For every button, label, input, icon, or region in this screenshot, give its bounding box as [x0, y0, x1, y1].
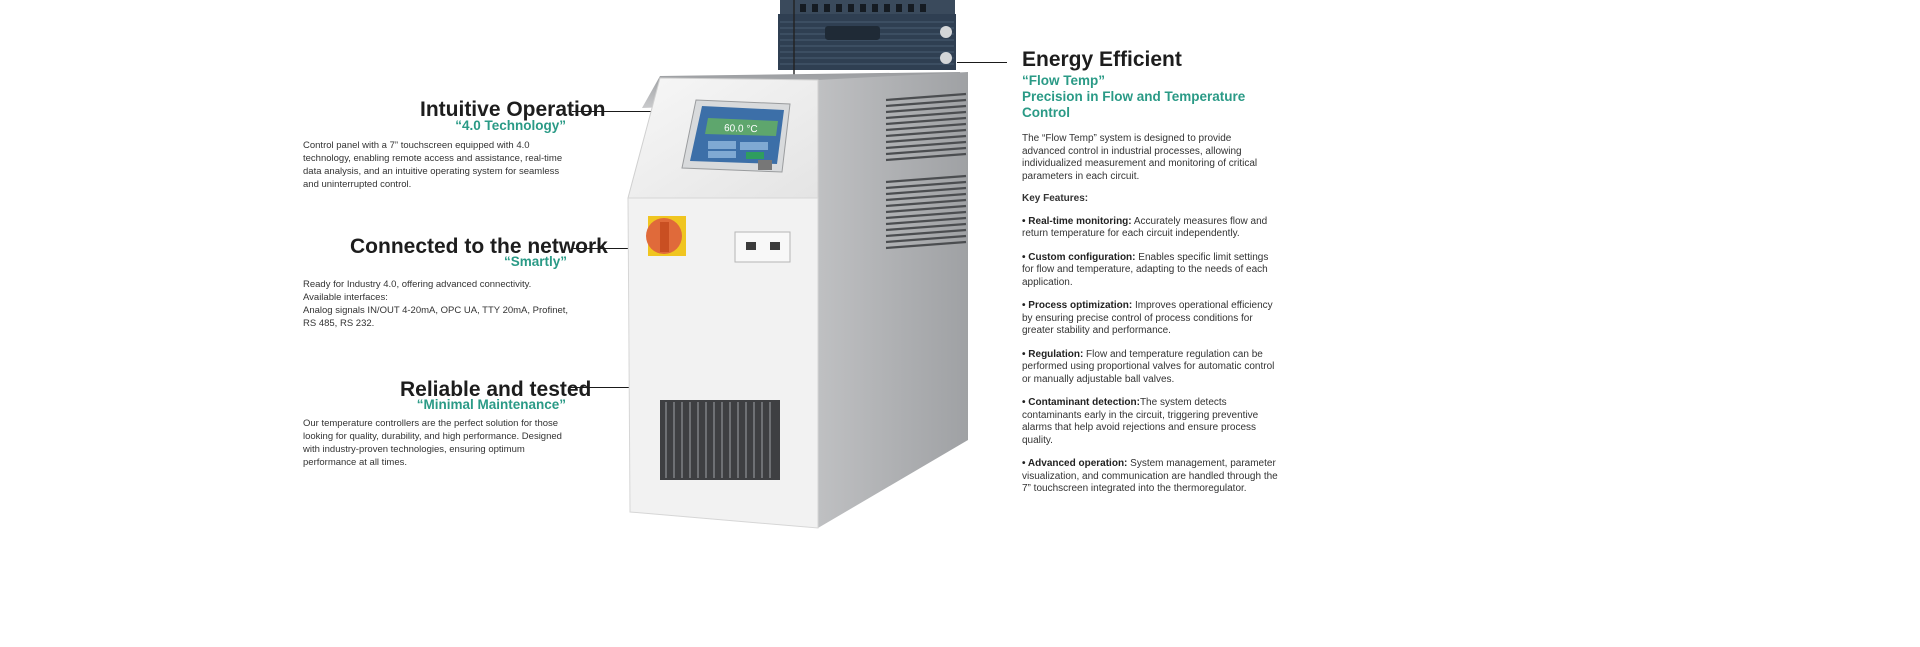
- network-title: Connected to the network: [350, 235, 608, 258]
- feature-text: Flow and temperature regulation can be p…: [1022, 348, 1275, 385]
- feature-text: System management, parameter visualizati…: [1022, 458, 1278, 494]
- bullet-icon: •: [1022, 251, 1029, 263]
- bullet-icon: •: [1022, 300, 1029, 311]
- thermoregulator-illustration: 60.0 °C: [627, 0, 968, 529]
- cabinet-side: [818, 72, 968, 528]
- feature-name: Process optimization:: [1028, 300, 1133, 311]
- feature-text: The system detects contaminants early in…: [1022, 397, 1259, 446]
- energy-intro: The “Flow Temp” system is designed to pr…: [1022, 133, 1258, 182]
- feature-text: Accurately measures flow and return temp…: [1022, 215, 1268, 240]
- energy-leader-line: [957, 62, 1007, 63]
- feature-name: Regulation:: [1028, 348, 1084, 360]
- front-grille: [660, 400, 780, 480]
- feature-item: • Regulation: Flow and temperature regul…: [1022, 349, 1278, 387]
- network-line: Analog signals IN/OUT 4-20mA, OPC UA, TT…: [303, 305, 569, 329]
- feature-name: Contaminant detection:: [1028, 397, 1140, 408]
- feature-text: Improves operational efficiency by ensur…: [1022, 300, 1273, 336]
- flow-temp-module: [778, 0, 956, 80]
- bullet-icon: •: [1022, 397, 1029, 408]
- intuitive-subtitle: “4.0 Technology”: [455, 118, 566, 133]
- feature-item: • Real-time monitoring: Accurately measu…: [1022, 216, 1278, 241]
- reliable-title: Reliable and tested: [400, 378, 592, 401]
- network-ports: [734, 231, 791, 263]
- feature-item: • Custom configuration: Enables specific…: [1022, 252, 1278, 290]
- network-body: Ready for Industry 4.0, offering advance…: [303, 278, 571, 330]
- energy-title: Energy Efficient: [1022, 48, 1182, 71]
- network-line: Ready for Industry 4.0, offering advance…: [303, 279, 532, 290]
- feature-item: • Process optimization: Improves operati…: [1022, 300, 1278, 338]
- feature-name: Custom configuration:: [1028, 251, 1136, 263]
- reliable-leader-line: [570, 387, 646, 388]
- feature-name: Real-time monitoring:: [1028, 215, 1132, 227]
- energy-subtitle: “Flow Temp”: [1022, 73, 1105, 88]
- intuitive-title: Intuitive Operation: [420, 98, 606, 121]
- feature-item: • Advanced operation: System management,…: [1022, 458, 1278, 496]
- bullet-icon: •: [1022, 458, 1028, 469]
- network-line: Available interfaces:: [303, 292, 388, 303]
- energy-subtitle-2: Precision in Flow and Temperature Contro…: [1022, 89, 1246, 120]
- feature-list: • Real-time monitoring: Accurately measu…: [1022, 216, 1278, 496]
- feature-name: Advanced operation:: [1027, 458, 1128, 469]
- features-heading: Key Features:: [1022, 193, 1089, 204]
- intuitive-body: Control panel with a 7” touchscreen equi…: [303, 140, 563, 190]
- energy-section: Energy Efficient “Flow Temp” Precision i…: [1022, 48, 1282, 507]
- intuitive-leader-line: [572, 111, 694, 112]
- feature-text: Enables specific limit settings for flow…: [1022, 251, 1269, 288]
- bullet-icon: •: [1022, 348, 1029, 360]
- touchscreen: 60.0 °C: [681, 99, 791, 173]
- reliable-subtitle: “Minimal Maintenance”: [416, 397, 566, 412]
- feature-item: • Contaminant detection:The system detec…: [1022, 397, 1278, 447]
- screen-reading: 60.0 °C: [724, 123, 758, 135]
- bullet-icon: •: [1022, 215, 1029, 227]
- reliable-body: Our temperature controllers are the perf…: [303, 418, 562, 468]
- network-subtitle: “Smartly”: [503, 254, 567, 269]
- main-switch: [646, 216, 686, 256]
- side-vents: [885, 92, 967, 250]
